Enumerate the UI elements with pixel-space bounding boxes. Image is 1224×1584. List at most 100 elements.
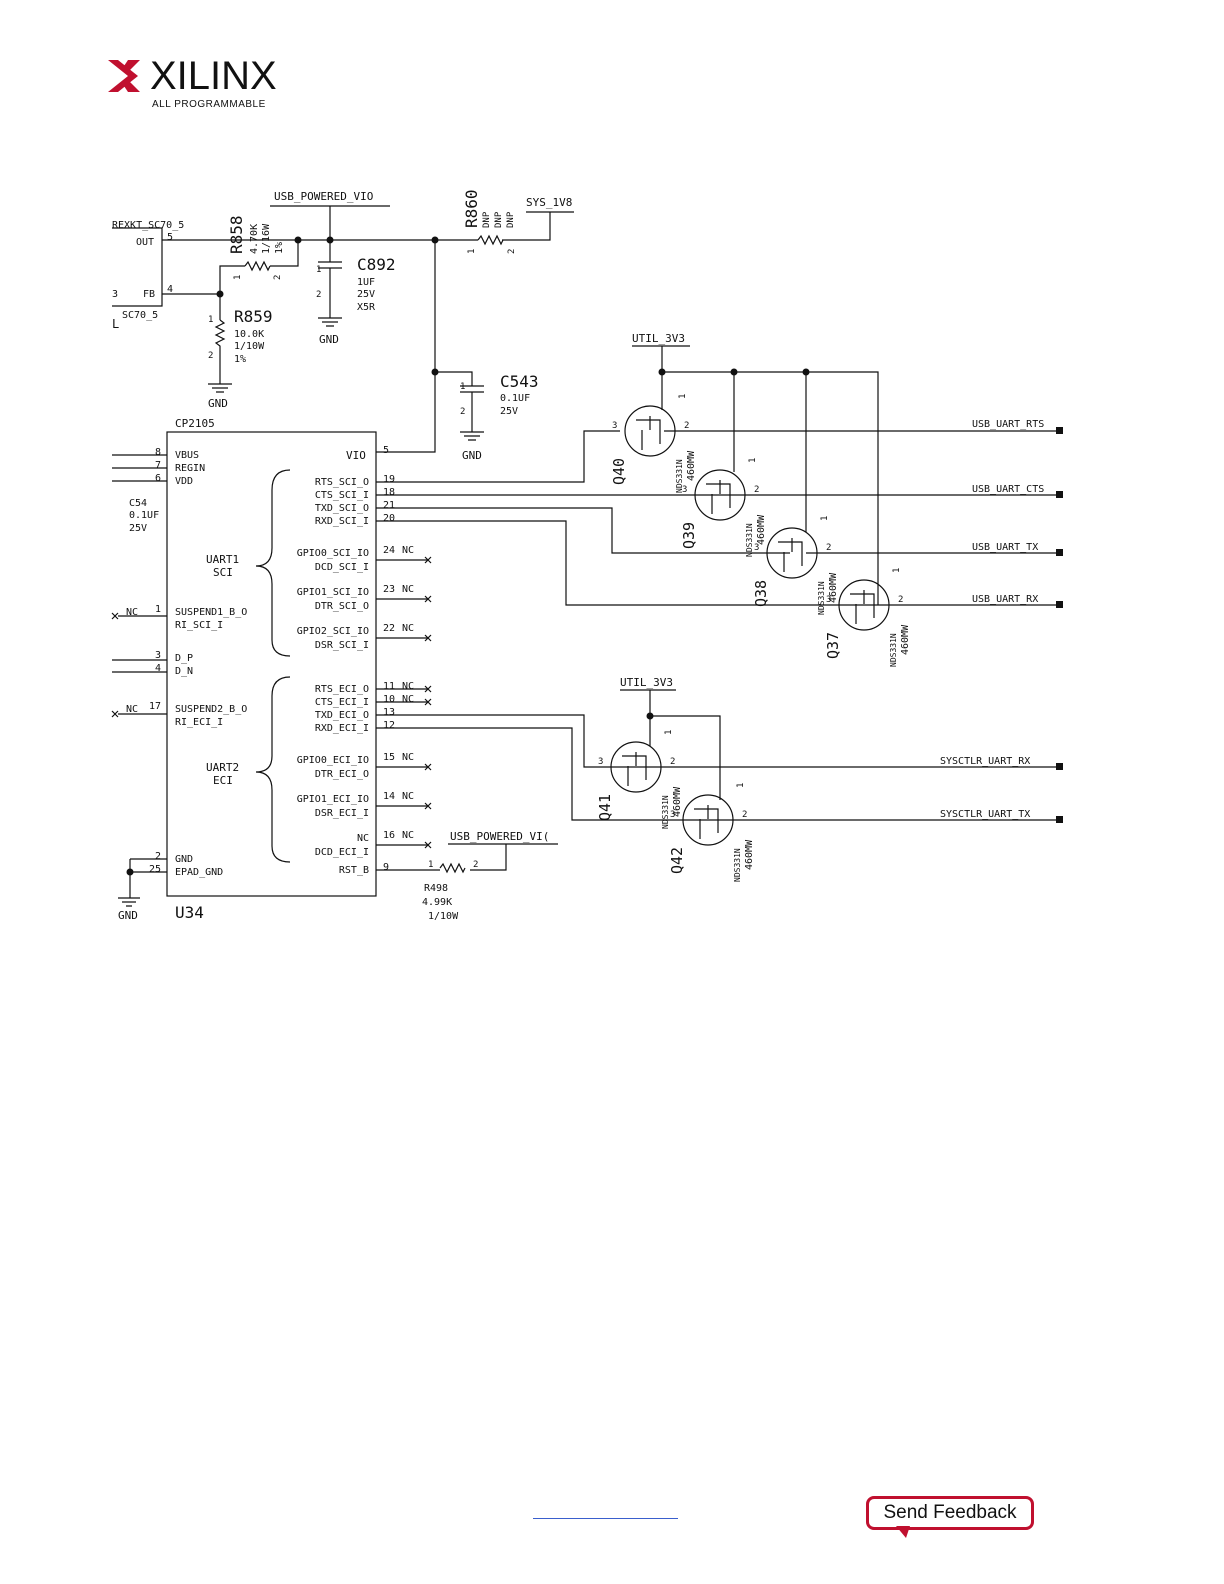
feedback-bubble-tail-icon: [896, 1526, 910, 1538]
u34-right-pin-number: 20: [383, 513, 395, 524]
r498-zigzag: [439, 862, 466, 874]
gnd-label-2: GND: [319, 333, 339, 346]
u34-right-pin-name: DCD_ECI_I: [315, 847, 369, 858]
fet-power: 460MW: [672, 786, 683, 817]
u34-right-pin-number: 10: [383, 694, 395, 705]
net-usb-uart-rx: USB_UART_RX: [972, 594, 1038, 605]
fet-ref: Q39: [680, 522, 698, 549]
u34-left-pin-name: SUSPEND1_B_O: [175, 607, 247, 618]
fet-ref: Q37: [824, 632, 842, 659]
u34-vio-num: 5: [383, 445, 389, 456]
footer-link[interactable]: [533, 1510, 678, 1519]
fet-pin3: 3: [612, 421, 617, 431]
regulator-pin-out: 5: [167, 232, 173, 243]
u34-left-pin-number: 7: [155, 460, 161, 471]
u34-right-pin-nc: NC: [402, 545, 414, 556]
net-util-3v3-bottom: UTIL_3V3: [620, 676, 673, 689]
u34-right-pin-number: 24: [383, 545, 395, 556]
u34-left-pin-number: 1: [155, 604, 161, 615]
gnd-symbol-2: [318, 317, 342, 327]
u34-right-pin-name: TXD_SCI_O: [315, 503, 369, 514]
u34-left-pin-name: D_N: [175, 666, 193, 677]
u34-left-pin-number: 8: [155, 447, 161, 458]
r860-pin1: 1: [467, 249, 477, 254]
u34-right-pin-number: 19: [383, 474, 395, 485]
logo-tagline: ALL PROGRAMMABLE: [152, 99, 266, 110]
u34-right-pin-name: RXD_SCI_I: [315, 516, 369, 527]
u34-vio-name: VIO: [346, 449, 366, 462]
send-feedback-button[interactable]: Send Feedback: [866, 1496, 1034, 1530]
r859-pin1: 1: [208, 315, 213, 325]
r858-power: 1/16W: [261, 223, 272, 254]
r859-pin2: 2: [208, 351, 213, 361]
net-sysctlr-uart-rx: SYSCTLR_UART_RX: [940, 756, 1030, 767]
u34-right-pin-nc: NC: [402, 681, 414, 692]
c892-dielectric: X5R: [357, 302, 376, 313]
r859-value: 10.0K: [234, 329, 264, 340]
fet-pin3: 3: [682, 485, 687, 495]
c543-voltage: 25V: [500, 406, 518, 417]
u34-left-pin-name: VDD: [175, 476, 193, 487]
fet-pin2: 2: [898, 595, 903, 605]
uart1-sub: SCI: [213, 566, 233, 579]
u34-right-pin-name: RST_B: [339, 865, 369, 876]
net-sys-1v8: SYS_1V8: [526, 196, 572, 209]
c543-value: 0.1UF: [500, 393, 530, 404]
u34-left-pin-name: RI_ECI_I: [175, 717, 223, 728]
logo-wordmark: XILINX: [150, 54, 277, 98]
u34-right-pin-name: CTS_SCI_I: [315, 490, 369, 501]
u34-right-pin-name: GPIO1_ECI_IO: [297, 794, 369, 805]
u34-right-pin-number: 12: [383, 720, 395, 731]
fet-power: 460MW: [828, 572, 839, 603]
c543-pin1: 1: [460, 382, 465, 392]
r498-pin2: 2: [473, 860, 478, 870]
fet-part: NDS331N: [745, 523, 754, 557]
u34-right-pin-name: NC: [357, 833, 369, 844]
u34-right-pin-name: CTS_ECI_I: [315, 697, 369, 708]
u34-right-pin-name: DTR_SCI_O: [315, 601, 369, 612]
fet-ref: Q38: [752, 580, 770, 607]
u34-left-pin-name: EPAD_GND: [175, 867, 223, 878]
u34-nc-left-2: NC: [126, 704, 138, 715]
fet-power: 460MW: [900, 624, 911, 655]
u34-right-pin-name: TXD_ECI_O: [315, 710, 369, 721]
uart2-sub: ECI: [213, 774, 233, 787]
r858-tol: 1%: [274, 242, 285, 254]
u34-right-pin-name: GPIO2_SCI_IO: [297, 626, 369, 637]
regulator-out: OUT: [136, 237, 154, 248]
r859-ref: R859: [234, 307, 273, 326]
u34-right-pin-number: 13: [383, 707, 395, 718]
u34-right-pin-number: 16: [383, 830, 395, 841]
u34-right-pin-name: DCD_SCI_I: [315, 562, 369, 573]
u34-right-pin-number: 14: [383, 791, 395, 802]
r498-power: 1/10W: [428, 911, 459, 922]
u34-right-pin-name: DSR_SCI_I: [315, 640, 369, 651]
gnd-label-4: GND: [118, 909, 138, 922]
regulator-pin-fb: 4: [167, 284, 173, 295]
fet-pin3: 3: [754, 543, 759, 553]
u34-right-pin-name: GPIO0_ECI_IO: [297, 755, 369, 766]
net-util-3v3-top: UTIL_3V3: [632, 332, 685, 345]
uart1-brace: [255, 469, 291, 657]
regulator-pin-3: 3: [112, 289, 118, 300]
regulator-package: SC70_5: [122, 310, 158, 321]
u34-right-pin-name: DTR_ECI_O: [315, 769, 369, 780]
r860-zigzag: [477, 234, 504, 246]
u34-right-pin-nc: NC: [402, 694, 414, 705]
fet-pin2: 2: [670, 757, 675, 767]
fet-pin2: 2: [684, 421, 689, 431]
u34-nc-left-1: NC: [126, 607, 138, 618]
c892-ref: C892: [357, 255, 396, 274]
r860-v3: DNP: [506, 211, 516, 228]
regulator-fb: FB: [143, 289, 155, 300]
r498-pin1: 1: [428, 860, 433, 870]
r860-ref: R860: [462, 189, 481, 228]
fet-part: NDS331N: [889, 633, 898, 667]
fet-ref: Q41: [596, 794, 614, 821]
regulator-edge-label: L: [112, 317, 119, 331]
uart2-brace: [255, 676, 291, 863]
u34-left-pin-name: SUSPEND2_B_O: [175, 704, 247, 715]
